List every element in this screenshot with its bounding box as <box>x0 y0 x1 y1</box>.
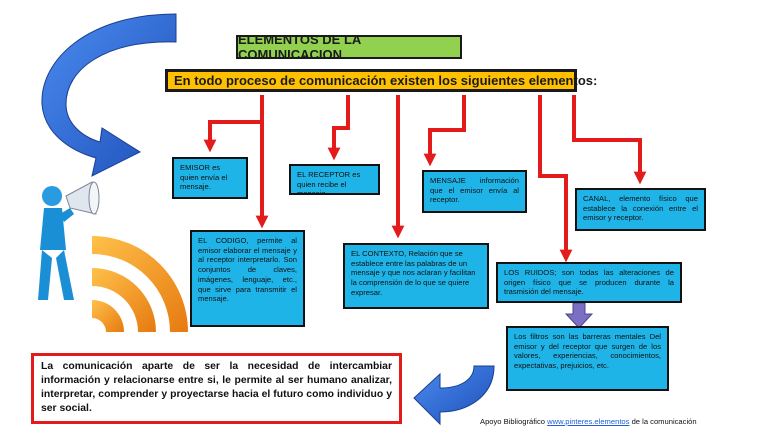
node-ruidos: LOS RUIDOS; son todas las alteraciones d… <box>496 262 682 303</box>
diagram-title: ELEMENTOS DE LA COMUNICACION <box>236 32 462 62</box>
summary-note: La comunicación aparte de ser la necesid… <box>31 353 402 424</box>
bibliography-credit: Apoyo Bibliográfico www.pinteres.element… <box>480 417 768 426</box>
rss-waves-icon <box>92 236 188 332</box>
arrow-to-canal <box>572 95 647 185</box>
credit-link[interactable]: www.pinteres.elementos <box>547 417 630 426</box>
return-arrow-icon <box>413 365 495 426</box>
node-canal: CANAL, elemento físico que establece la … <box>575 188 706 231</box>
diagram-subtitle: En todo proceso de comunicación existen … <box>165 69 597 92</box>
arrow-to-mensaje <box>423 95 466 167</box>
curved-arrow-icon <box>41 13 177 177</box>
node-codigo: EL CODIGO, permite al emisor elaborar el… <box>190 230 305 327</box>
node-emisor: EMISOR es quien envía el mensaje. <box>172 157 248 199</box>
node-filtros: Los filtros son las barreras mentales De… <box>506 326 669 391</box>
arrow-to-receptor <box>327 95 350 161</box>
connector-arrows <box>203 95 647 263</box>
down-arrow-icon <box>564 302 594 329</box>
credit-prefix: Apoyo Bibliográfico <box>480 417 546 426</box>
node-contexto: EL CONTEXTO, Relación que se establece e… <box>343 243 489 309</box>
person-megaphone-icon <box>38 181 100 300</box>
arrow-to-ruidos <box>538 95 573 263</box>
node-mensaje: MENSAJE información que el emisor envía … <box>422 170 527 213</box>
node-receptor: EL RECEPTOR es quien recibe el mensaje. <box>289 164 380 195</box>
arrow-to-emisor <box>203 95 264 153</box>
credit-suffix: de la comunicación <box>631 417 697 426</box>
